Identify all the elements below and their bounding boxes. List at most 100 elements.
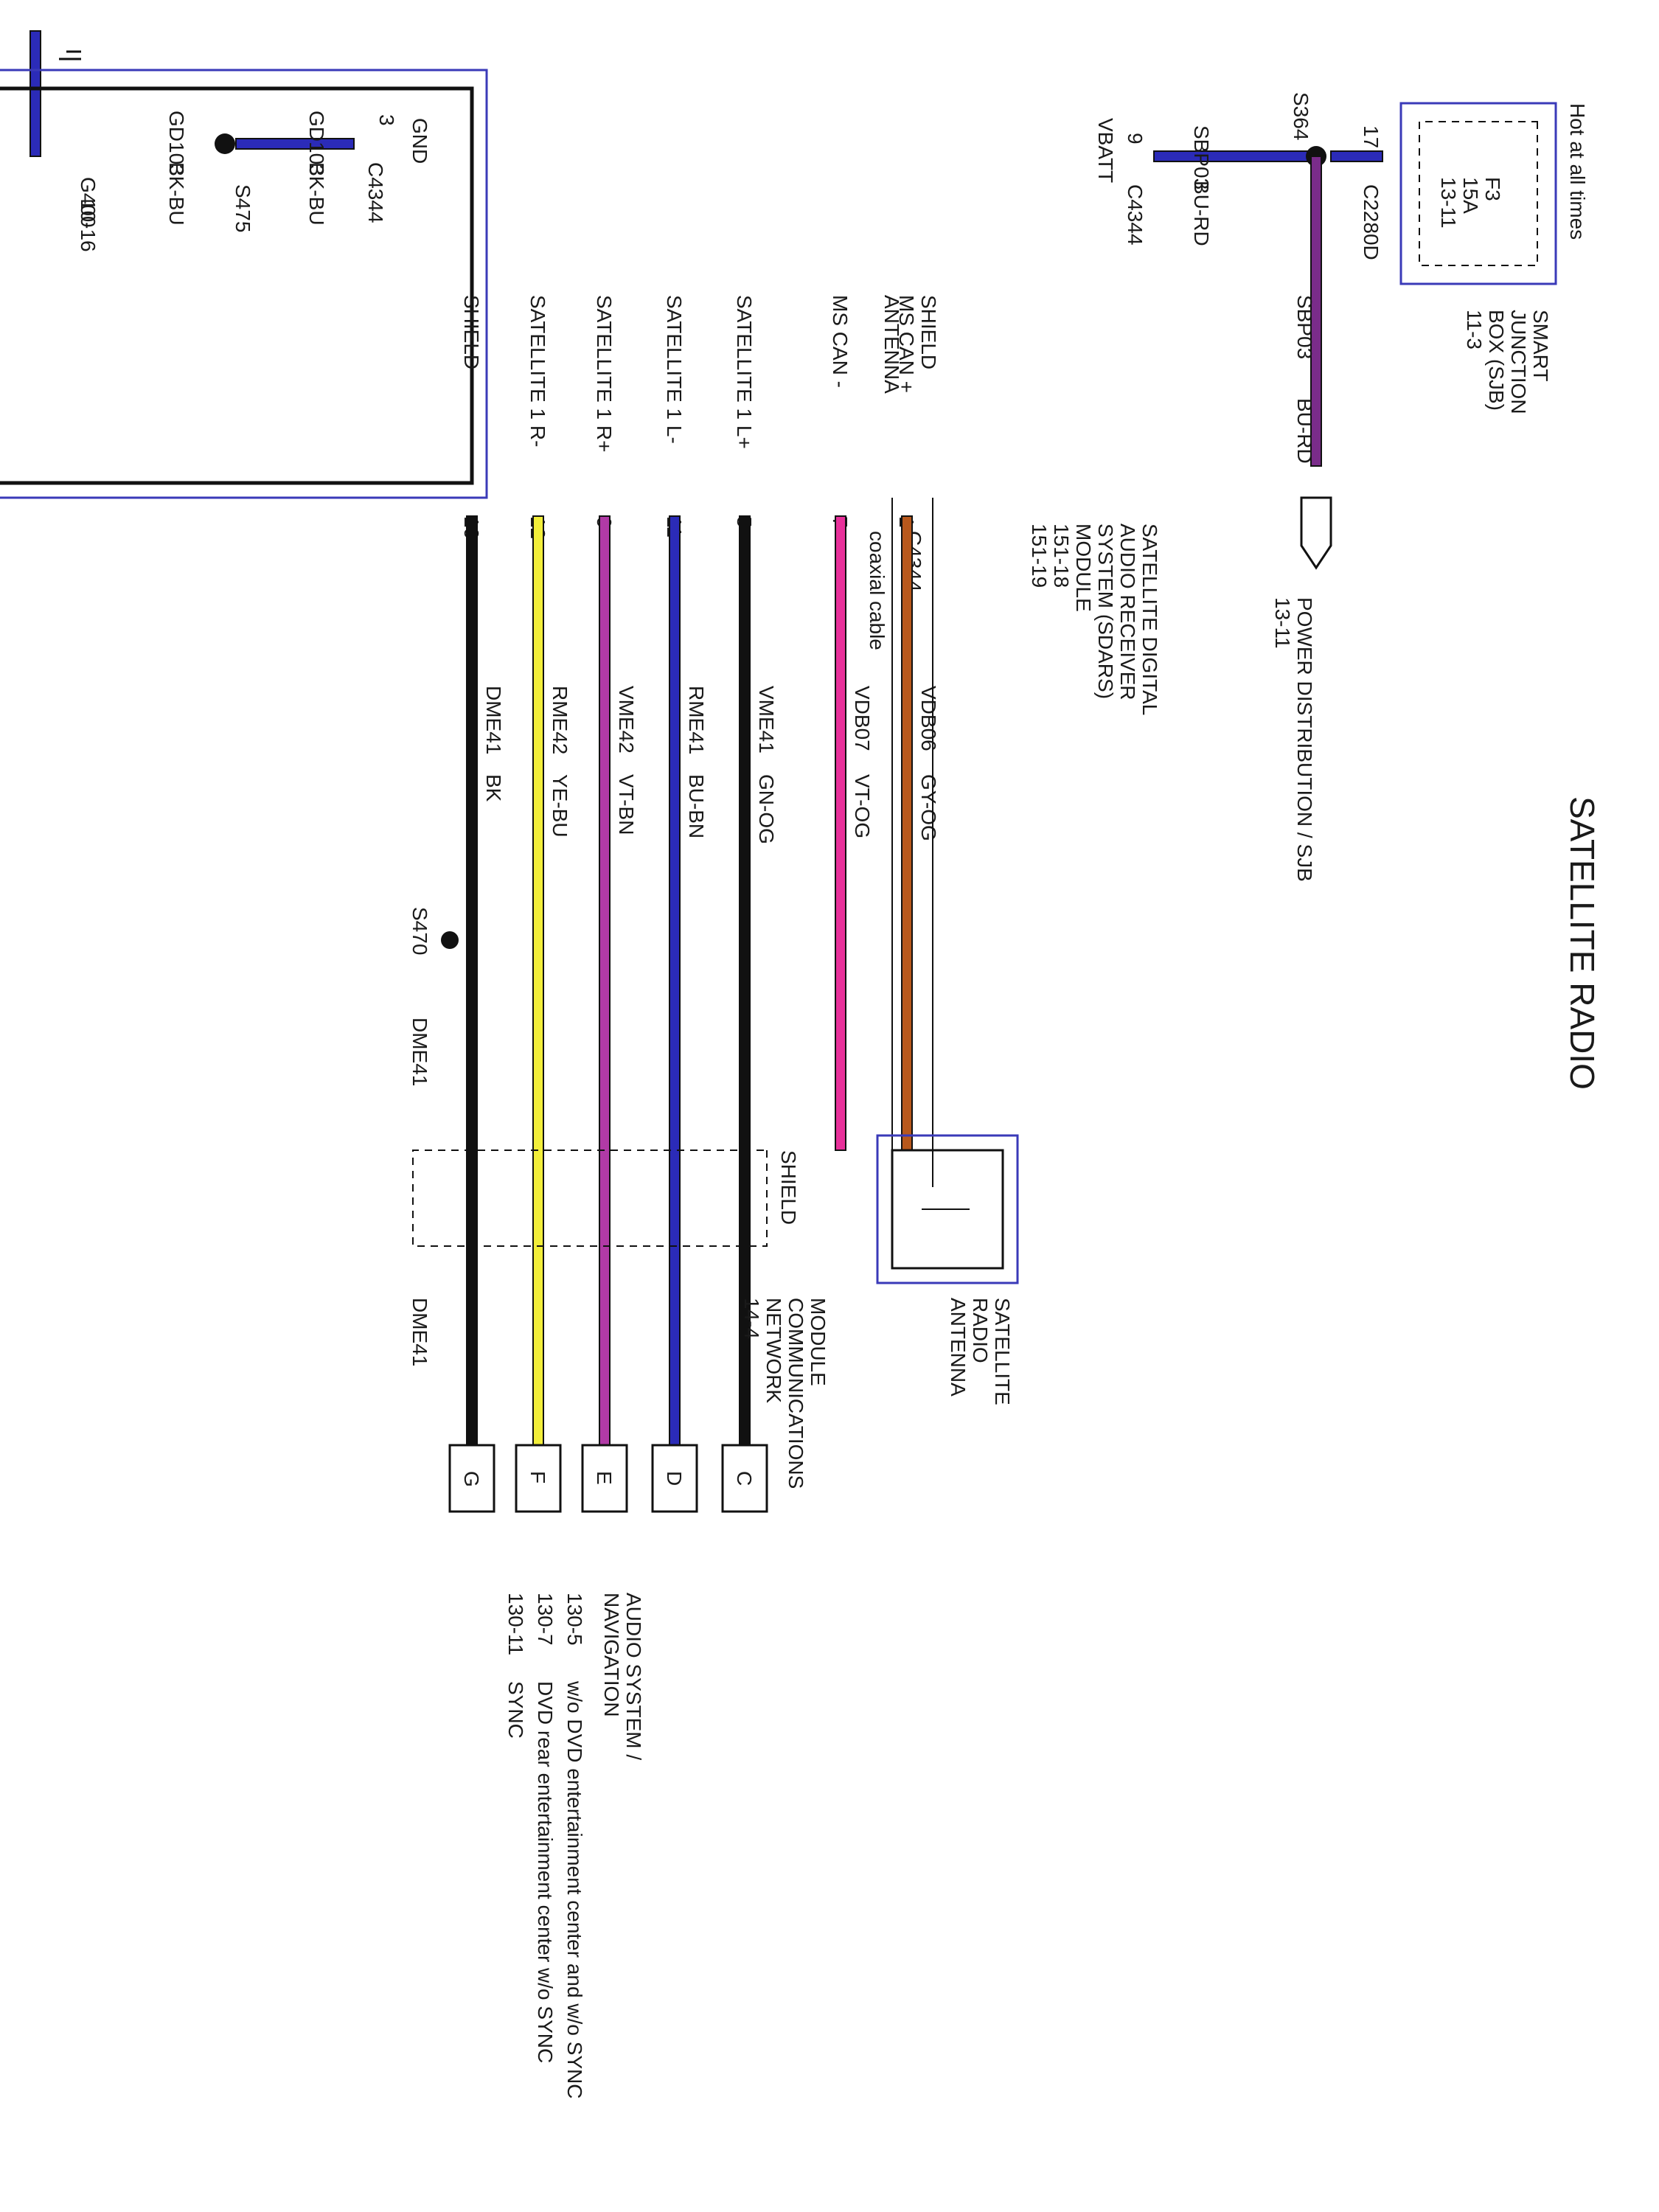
wire-name-5: VDB07 <box>851 686 874 751</box>
sjb-name-4: 11-3 <box>1463 310 1486 349</box>
ground-wire-a <box>29 30 41 157</box>
ground-wire-a-color: BK-BU <box>165 162 188 226</box>
pin-label-1: SATELLITE 1 R- <box>526 295 549 447</box>
sjb-fuse: F3 <box>1481 177 1504 201</box>
smart-junction-box: F3 15A 13-11 SMART JUNCTION BOX (SJB) 11… <box>1399 102 1589 414</box>
ground-ref: 10-16 <box>77 199 100 252</box>
audio-ref-3: 130-11 <box>504 1593 527 1655</box>
wire-color-0: BK <box>482 774 505 802</box>
wire-name-3: RME41 <box>685 686 708 754</box>
wire-name-4: VME41 <box>755 686 778 754</box>
wire-color-6: GY-OG <box>917 774 940 841</box>
module-body <box>0 86 474 485</box>
wire-0 <box>466 515 478 1446</box>
pin-label-0: SHIELD <box>460 295 483 369</box>
wire-6 <box>901 515 913 1151</box>
audio-references: AUDIO SYSTEM / NAVIGATION 130-5 w/o DVD … <box>504 1593 645 2098</box>
module-name-4: MODULE <box>1072 524 1095 612</box>
mcn-name-1: MODULE <box>807 1298 830 1386</box>
wire-color-4: GN-OG <box>755 774 778 844</box>
audio-ref-1: 130-5 <box>563 1593 586 1646</box>
power-dest-ref: 13-11 <box>1271 597 1294 649</box>
wire-color-2: VT-BN <box>615 774 638 835</box>
power-wire <box>1153 150 1310 162</box>
power-dest-connector <box>1300 496 1332 570</box>
audio-heading-1: AUDIO SYSTEM / <box>622 1593 645 1760</box>
audio-connector-C <box>721 1444 768 1513</box>
ground-pin: 3 <box>375 114 398 126</box>
audio-ref-2: 130-7 <box>534 1593 557 1646</box>
pin-label-3: SATELLITE 1 L- <box>663 295 686 444</box>
audio-connector-label-D: D <box>663 1471 686 1486</box>
sjb-ref: 13-11 <box>1437 177 1460 229</box>
wire-name-1: RME42 <box>549 686 571 754</box>
module-name-1: SATELLITE DIGITAL <box>1138 524 1161 715</box>
power-wire-name: SBP03 <box>1190 125 1213 189</box>
audio-connector-label-C: C <box>733 1471 756 1486</box>
audio-connector-F <box>515 1444 562 1513</box>
shield-wire-mid: DME41 <box>408 1018 431 1086</box>
power-dest-label: POWER DISTRIBUTION / SJB <box>1293 597 1316 882</box>
ground-splice-label: S475 <box>232 184 254 232</box>
ground-wire-b-name: GD103 <box>305 111 328 176</box>
wire-3 <box>669 515 681 1446</box>
pin-label-4: SATELLITE 1 L+ <box>733 295 756 449</box>
ground-wire-a-name: GD103 <box>165 111 188 176</box>
shield-wire-end: DME41 <box>408 1298 431 1366</box>
antenna-pin-label: ANTENNA <box>880 295 903 394</box>
wire-2 <box>599 515 611 1446</box>
antenna-shield-pin-label: SHIELD <box>917 295 940 369</box>
pin-label-5: MS CAN - <box>829 295 852 388</box>
module-name-2: AUDIO RECEIVER <box>1116 524 1139 700</box>
mcn-name-4: 14-4 <box>740 1298 763 1339</box>
module-frame <box>0 69 488 499</box>
ground-connector: C4344 <box>364 162 387 223</box>
pin-label-2: SATELLITE 1 R+ <box>593 295 616 452</box>
module-name-3: SYSTEM (SDARS) <box>1094 524 1117 699</box>
wire-5 <box>835 515 846 1151</box>
splice-s475 <box>215 133 235 154</box>
ground-wire-b-color: BK-BU <box>305 162 328 226</box>
shield-path: S470 DME41 DME41 SHIELD <box>408 907 800 1366</box>
ground-wire-b <box>235 138 355 150</box>
audio-desc-3: SYNC <box>504 1681 527 1739</box>
mcn-name-2: COMMUNICATIONS <box>785 1298 807 1489</box>
pin-label-6: MS CAN + <box>895 295 918 393</box>
sjb-pin: 17 <box>1360 125 1382 148</box>
power-wire-color: BU-RD <box>1190 181 1213 246</box>
audio-connector-D <box>651 1444 698 1513</box>
power-branch: 9 C4344 SBP03 BU-RD S364 17 C2280D SBP03… <box>1124 92 1383 882</box>
wire-name-2: VME42 <box>615 686 638 754</box>
audio-desc-1: w/o DVD entertainment center and w/o SYN… <box>563 1680 586 2098</box>
sjb-connector: C2280D <box>1360 184 1382 260</box>
module-name-5: 151-18 <box>1050 524 1073 588</box>
power-connector: C4344 <box>1124 184 1147 246</box>
shield-splice-label: S470 <box>408 907 431 955</box>
power-splice-label: S364 <box>1290 92 1312 140</box>
audio-connector-label-E: E <box>593 1471 616 1485</box>
branch-wire-color: BU-RD <box>1293 398 1316 464</box>
audio-desc-2: DVD rear entertainment center w/o SYNC <box>534 1681 557 2063</box>
sjb-name-2: JUNCTION <box>1507 310 1530 414</box>
splice-s470 <box>441 931 459 949</box>
module-vbatt-label: VBATT <box>1094 118 1117 183</box>
sjb-name-1: SMART <box>1529 310 1552 382</box>
power-wire-sjb <box>1330 150 1383 162</box>
module-pins: SHIELD10DME41BKSATELLITE 1 R-12RME42YE-B… <box>460 295 940 1446</box>
audio-connector-label-F: F <box>526 1471 549 1484</box>
satellite-antenna: SATELLITE RADIO ANTENNA <box>876 1134 1019 1405</box>
wire-color-1: YE-BU <box>549 774 571 838</box>
shield-label: SHIELD <box>777 1150 800 1225</box>
module-communications-network: MODULE COMMUNICATIONS NETWORK 14-4 <box>740 1298 830 1489</box>
sjb-name-3: BOX (SJB) <box>1485 310 1508 411</box>
sjb-amp: 15A <box>1459 177 1482 214</box>
antenna-name-3: ANTENNA <box>947 1298 970 1397</box>
branch-wire-name: SBP03 <box>1293 295 1316 359</box>
audio-connector-E <box>581 1444 628 1513</box>
hot-label: Hot at all times <box>1566 103 1589 240</box>
power-pin: 9 <box>1124 133 1147 145</box>
audio-heading-2: NAVIGATION <box>600 1593 623 1717</box>
